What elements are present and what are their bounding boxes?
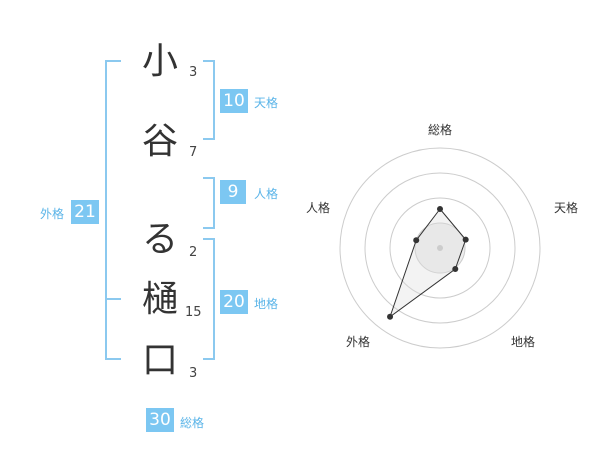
stroke-count-3: 2 [189,245,198,260]
name-char-4: 樋 [141,279,178,320]
name-char-5: 口 [141,340,178,381]
outer-bracket-top [105,60,121,62]
outer-bracket-mid [105,298,121,300]
radar-axis-label-jinkaku: 人格 [305,201,330,215]
gaikaku-value: 21 [71,200,99,224]
soukaku-value: 30 [146,408,174,432]
chikaku-bracket-bottom [203,358,215,360]
jinkaku-bracket-bottom [203,227,215,229]
radar-point-4 [413,237,420,244]
stroke-count-1: 3 [189,65,198,80]
radar-point-3 [387,313,394,320]
jinkaku-bracket-vertical [213,177,215,229]
tenkaku-bracket-vertical [213,60,215,140]
outer-bracket-bottom [105,358,121,360]
radar-data [387,206,469,320]
stroke-count-5: 3 [189,366,198,381]
radar-ring [389,197,491,299]
jinkaku-bracket-top [203,177,215,179]
radar-axis-label-chikaku: 地格 [510,335,535,349]
jinkaku-value: 9 [220,180,246,204]
tenkaku-value: 10 [220,89,248,113]
name-char-1: 小 [141,41,178,82]
chikaku-bracket-vertical [213,238,215,360]
stroke-count-2: 7 [189,145,198,160]
radar-point-0 [437,206,443,212]
name-char-3: る [141,219,178,260]
tenkaku-label: 天格 [254,96,279,110]
radar-axis-label-tenkaku: 天格 [553,201,578,215]
tenkaku-bracket-bottom [203,138,215,140]
radar-ring [339,147,541,349]
radar-point-1 [462,236,469,243]
tenkaku-bracket-top [203,60,215,62]
radar-point-2 [452,266,459,273]
radar-ring [364,172,516,324]
radar-center-point [437,245,443,251]
chikaku-bracket-top [203,238,215,240]
chikaku-value: 20 [220,290,248,314]
name-char-2: 谷 [141,121,178,162]
jinkaku-label: 人格 [254,187,279,201]
radar-axis-label-soukaku: 総格 [427,123,452,137]
radar-axis-label-gaikaku: 外格 [345,335,370,349]
soukaku-label: 総格 [180,416,205,430]
gaikaku-label: 外格 [40,207,65,221]
stroke-count-4: 15 [185,305,202,320]
outer-bracket-vertical [105,60,107,360]
chikaku-label: 地格 [254,297,279,311]
radar-series-polygon [389,208,467,319]
